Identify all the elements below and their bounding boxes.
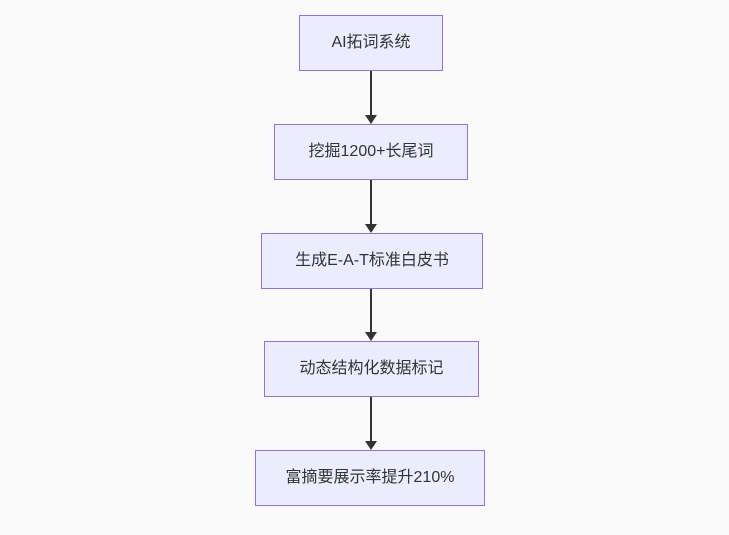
- arrow-down-4: [365, 397, 377, 450]
- flow-node-longtail-keyword-mining: 挖掘1200+长尾词: [274, 124, 468, 180]
- arrowhead-icon: [365, 224, 377, 233]
- arrow-line: [370, 289, 372, 332]
- arrow-down-3: [365, 289, 377, 341]
- arrow-line: [370, 180, 372, 224]
- node-label: 生成E-A-T标准白皮书: [295, 252, 449, 269]
- flow-node-dynamic-structured-data-markup: 动态结构化数据标记: [264, 341, 479, 397]
- node-label: 动态结构化数据标记: [299, 360, 444, 377]
- arrowhead-icon: [365, 332, 377, 341]
- arrow-down-1: [365, 71, 377, 124]
- arrowhead-icon: [365, 441, 377, 450]
- node-label: AI拓词系统: [331, 34, 411, 51]
- flow-node-ai-word-expansion-system: AI拓词系统: [299, 15, 443, 71]
- arrow-line: [370, 71, 372, 115]
- arrowhead-icon: [365, 115, 377, 124]
- arrow-line: [370, 397, 372, 441]
- flow-node-rich-snippet-rate-increase: 富摘要展示率提升210%: [255, 450, 485, 506]
- arrow-down-2: [365, 180, 377, 233]
- node-label: 挖掘1200+长尾词: [308, 143, 434, 160]
- flow-node-eat-whitepaper-generation: 生成E-A-T标准白皮书: [261, 233, 483, 289]
- node-label: 富摘要展示率提升210%: [285, 469, 455, 486]
